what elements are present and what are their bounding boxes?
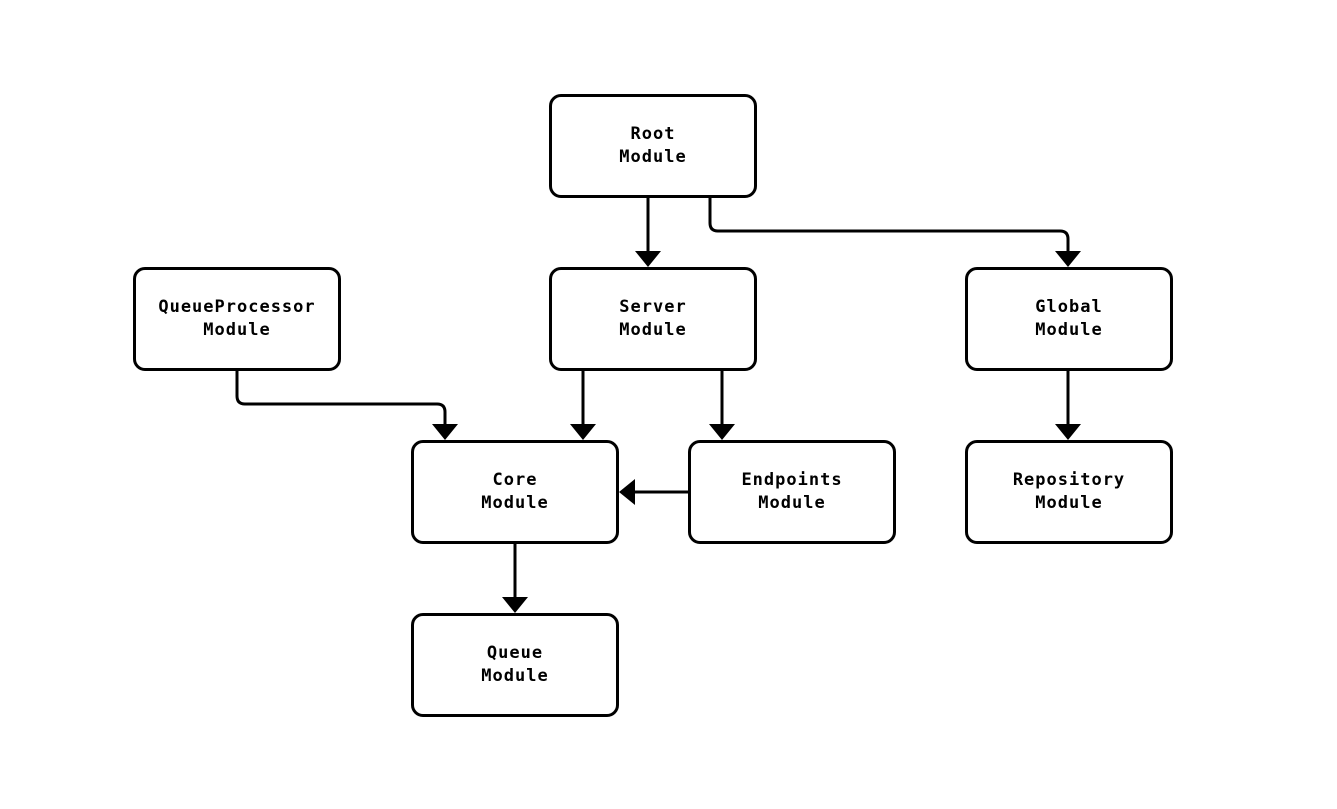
node-label: Root Module [619, 124, 687, 167]
arrowhead-queueprocessor-to-core [432, 424, 458, 440]
arrowhead-core-to-queue [502, 597, 528, 613]
node-label: Endpoints Module [741, 470, 843, 513]
node-label: Server Module [619, 297, 687, 340]
node-label: Repository Module [1012, 470, 1126, 513]
edge-queueprocessor-to-core [235, 371, 447, 428]
node-label: Global Module [1035, 297, 1103, 340]
arrowhead-endpoints-to-core [619, 479, 635, 505]
arrowhead-server-to-core [570, 424, 596, 440]
node-server-module: Server Module [549, 267, 757, 371]
node-endpoints-module: Endpoints Module [688, 440, 896, 544]
node-global-module: Global Module [965, 267, 1173, 371]
node-root-module: Root Module [549, 94, 757, 198]
node-repository-module: Repository Module [965, 440, 1173, 544]
arrowhead-server-to-endpoints [709, 424, 735, 440]
node-queueprocessor-module: QueueProcessor Module [133, 267, 341, 371]
node-core-module: Core Module [411, 440, 619, 544]
arrowhead-global-to-repository [1055, 424, 1081, 440]
arrowhead-root-to-global [1055, 251, 1081, 267]
node-queue-module: Queue Module [411, 613, 619, 717]
node-label: Queue Module [481, 643, 549, 686]
node-label: QueueProcessor Module [158, 297, 316, 340]
edge-root-to-global [708, 198, 1070, 255]
node-label: Core Module [481, 470, 549, 513]
arrowhead-root-to-server [635, 251, 661, 267]
